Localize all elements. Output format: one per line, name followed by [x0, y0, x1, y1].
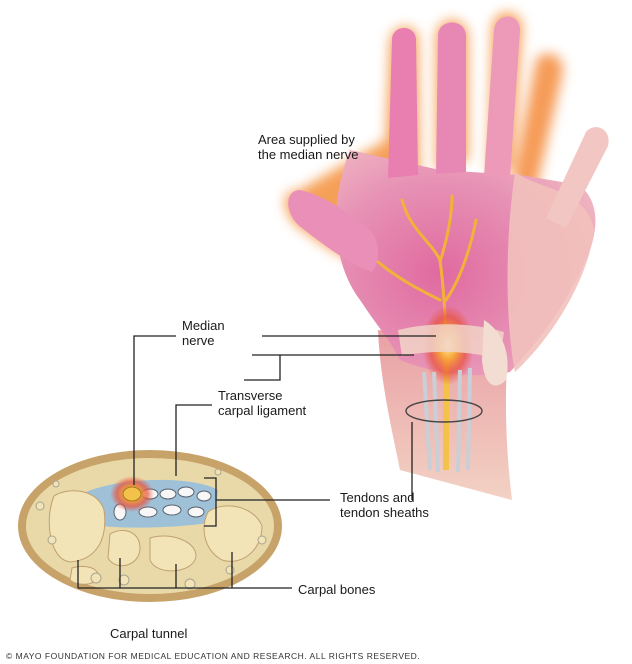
hand-illustration — [285, 12, 609, 500]
leader-median-left — [133, 335, 176, 485]
tendon-ring-marker — [405, 399, 483, 423]
vessels — [35, 468, 267, 590]
transverse-ligament-hand — [398, 324, 504, 360]
label-tendons-line2: tendon sheaths — [340, 505, 429, 520]
leader-lines — [77, 335, 436, 589]
label-tendons: Tendons and tendon sheaths — [340, 490, 429, 520]
median-nerve-section — [122, 486, 142, 502]
leader-carpal-bones — [77, 552, 292, 589]
label-transverse-ligament-line1: Transverse — [218, 388, 283, 403]
label-carpal-tunnel: Carpal tunnel — [110, 626, 188, 641]
label-carpal-bones: Carpal bones — [298, 582, 376, 597]
label-area-supplied: Area supplied by the median nerve — [258, 132, 358, 162]
middle-finger — [436, 22, 466, 174]
label-median-nerve-line2: nerve — [182, 333, 215, 348]
carpal-bones-group — [48, 490, 263, 585]
label-area-supplied-line1: Area supplied by — [258, 132, 355, 147]
label-median-nerve-line1: Median — [182, 318, 225, 333]
ring-finger — [484, 16, 520, 178]
carpal-tunnel-cross-section — [18, 450, 282, 602]
thumb — [288, 190, 378, 272]
index-finger — [388, 28, 418, 178]
leader-ligament-left — [175, 404, 212, 476]
label-transverse-ligament: Transverse carpal ligament — [218, 388, 306, 418]
ulnar-palm — [507, 172, 594, 372]
pisiform-area — [482, 320, 508, 386]
copyright-notice: © MAYO FOUNDATION FOR MEDICAL EDUCATION … — [6, 651, 421, 661]
leader-ligament-connector — [244, 355, 281, 381]
label-area-supplied-line2: the median nerve — [258, 147, 359, 162]
label-median-nerve: Median nerve — [182, 318, 225, 348]
little-finger — [546, 127, 609, 228]
label-transverse-ligament-line2: carpal ligament — [218, 403, 307, 418]
leader-tendons-bracket — [204, 477, 217, 527]
label-tendons-line1: Tendons and — [340, 490, 415, 505]
